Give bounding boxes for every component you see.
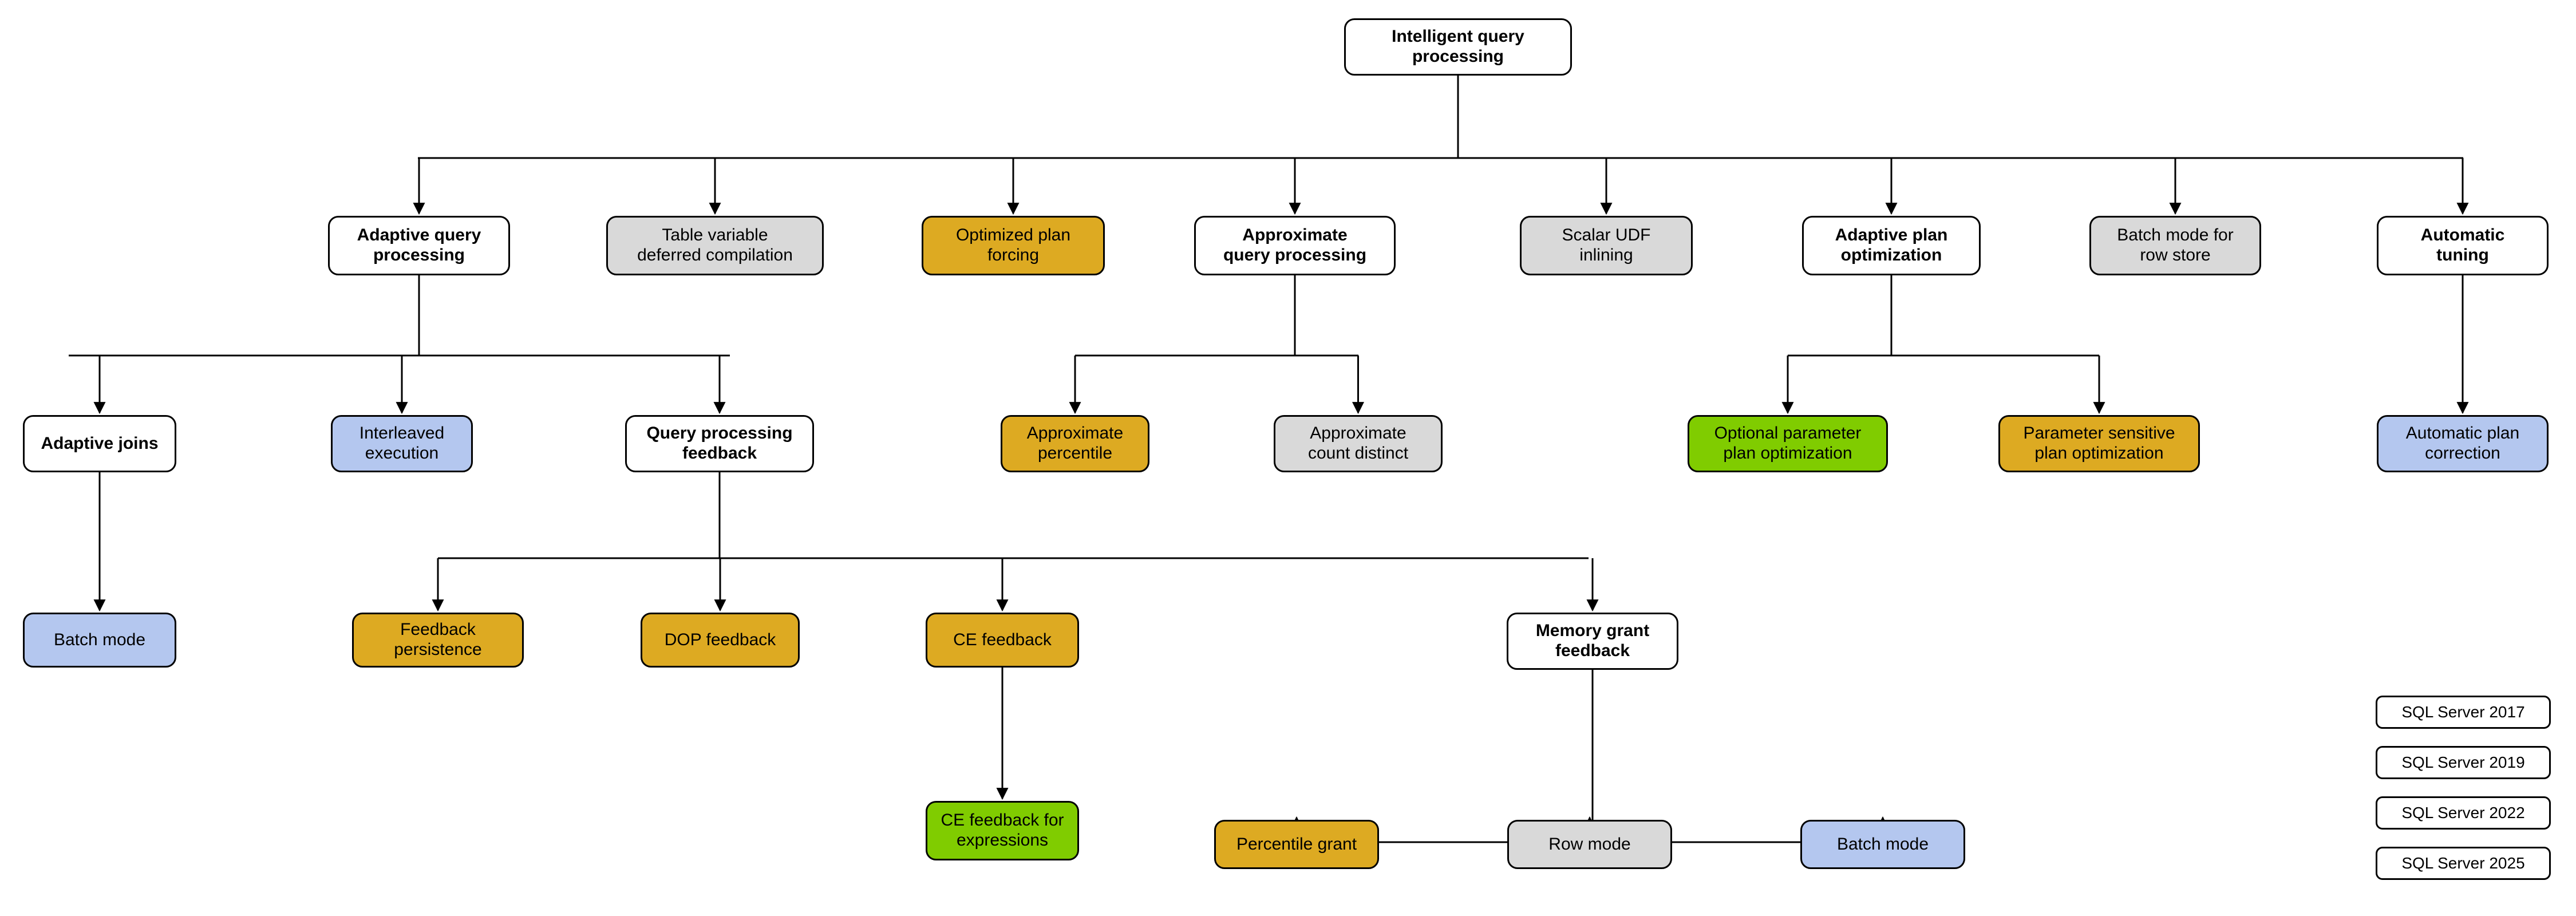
node-root[interactable]: Intelligent query processing (1344, 18, 1572, 76)
node-apo[interactable]: Adaptive plan optimization (1802, 216, 1981, 275)
node-cefbexpr[interactable]: CE feedback for expressions (926, 801, 1079, 860)
node-rowmode[interactable]: Row mode (1507, 820, 1672, 869)
node-dopfb[interactable]: DOP feedback (641, 613, 800, 668)
node-qpf[interactable]: Query processing feedback (625, 415, 814, 472)
node-bmrs[interactable]: Batch mode for row store (2089, 216, 2261, 275)
node-tvdc[interactable]: Table variable deferred compilation (606, 216, 824, 275)
node-opf[interactable]: Optimized plan forcing (922, 216, 1105, 275)
node-udf[interactable]: Scalar UDF inlining (1520, 216, 1693, 275)
node-batchmode2[interactable]: Batch mode (1800, 820, 1965, 869)
legend-item-v2022: SQL Server 2022 (2376, 796, 2551, 830)
node-oppo[interactable]: Optional parameter plan optimization (1688, 415, 1888, 472)
node-autotune[interactable]: Automatic tuning (2377, 216, 2549, 275)
node-pspo[interactable]: Parameter sensitive plan optimization (1998, 415, 2200, 472)
legend-item-v2025: SQL Server 2025 (2376, 847, 2551, 880)
node-aqp[interactable]: Adaptive query processing (328, 216, 510, 275)
node-acdist[interactable]: Approximate count distinct (1274, 415, 1443, 472)
node-adjoins[interactable]: Adaptive joins (23, 415, 176, 472)
node-interleav[interactable]: Interleaved execution (331, 415, 473, 472)
node-fbpersist[interactable]: Feedback persistence (352, 613, 524, 668)
legend-item-v2019: SQL Server 2019 (2376, 746, 2551, 779)
node-mgf[interactable]: Memory grant feedback (1507, 613, 1678, 670)
node-apc[interactable]: Automatic plan correction (2377, 415, 2549, 472)
node-apctile[interactable]: Approximate percentile (1001, 415, 1149, 472)
node-cefb[interactable]: CE feedback (926, 613, 1079, 668)
node-pctgrant[interactable]: Percentile grant (1214, 820, 1379, 869)
node-approxqp[interactable]: Approximate query processing (1194, 216, 1396, 275)
node-batchmode1[interactable]: Batch mode (23, 613, 176, 668)
legend-item-v2017: SQL Server 2017 (2376, 696, 2551, 729)
